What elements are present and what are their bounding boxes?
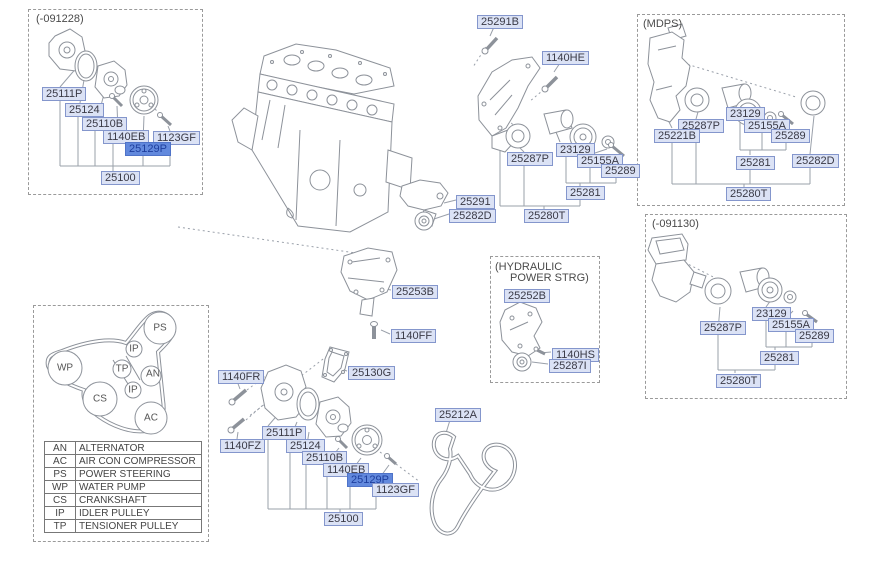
legend-code: CS	[44, 493, 76, 507]
hydraulic-bracket-drawing	[499, 301, 546, 372]
label-25289-mid[interactable]: 25289	[601, 164, 640, 178]
legend-name: IDLER PULLEY	[75, 506, 202, 520]
belt-routing-diagram	[45, 310, 177, 435]
label-1140FF[interactable]: 1140FF	[391, 329, 437, 343]
hydraulic-box	[490, 256, 600, 383]
late-box-title: (-091130)	[652, 218, 699, 230]
label-25212A[interactable]: 25212A	[435, 408, 481, 422]
label-25287P-late[interactable]: 25287P	[700, 321, 746, 335]
early-box-title: (-091228)	[36, 13, 84, 25]
hydraulic-box-title-line2: POWER STRG)	[510, 272, 589, 284]
label-25280T-late[interactable]: 25280T	[716, 374, 762, 388]
late-version-box	[645, 214, 847, 399]
label-1140HE[interactable]: 1140HE	[542, 51, 589, 65]
label-25289-mdps[interactable]: 25289	[771, 129, 810, 143]
pulley-code-ip-top: IP	[129, 343, 139, 355]
legend-name: TENSIONER PULLEY	[75, 519, 202, 533]
label-25281-mid[interactable]: 25281	[566, 186, 605, 200]
gasket-drawing-25130G	[321, 346, 350, 383]
pulley-code-tp: TP	[115, 363, 129, 375]
tensioner-drawing-25291	[399, 179, 449, 231]
pulley-code-ip-bottom: IP	[128, 384, 138, 396]
belt-drawing-25212A	[429, 430, 517, 536]
bracket-drawing-25253B	[340, 247, 398, 339]
pulley-code-ps: PS	[153, 322, 167, 334]
label-1140FR[interactable]: 1140FR	[218, 370, 265, 384]
belt-legend-box	[33, 305, 209, 542]
mdps-box	[637, 14, 845, 206]
legend-name: ALTERNATOR	[75, 441, 202, 455]
label-25155A-late[interactable]: 25155A	[768, 318, 814, 332]
pulley-code-cs: CS	[93, 393, 107, 405]
label-25110B-early[interactable]: 25110B	[82, 117, 128, 131]
label-25291B[interactable]: 25291B	[477, 15, 523, 29]
mdps-box-title: (MDPS)	[643, 18, 683, 30]
label-25287I[interactable]: 25287I	[549, 359, 591, 373]
legend-name: CRANKSHAFT	[75, 493, 202, 507]
label-25281-mdps[interactable]: 25281	[736, 156, 775, 170]
label-25280T-mdps[interactable]: 25280T	[726, 187, 772, 201]
legend-name: WATER PUMP	[75, 480, 202, 494]
label-25281-late[interactable]: 25281	[760, 351, 799, 365]
legend-name: AIR CON COMPRESSOR	[75, 454, 202, 468]
label-25111P-early[interactable]: 25111P	[42, 87, 87, 101]
label-25252B[interactable]: 25252B	[504, 289, 550, 303]
legend-code: IP	[44, 506, 76, 520]
legend-code: TP	[44, 519, 76, 533]
label-25287P-mid[interactable]: 25287P	[507, 152, 553, 166]
label-25221B-mdps[interactable]: 25221B	[654, 129, 700, 143]
label-25100-early[interactable]: 25100	[101, 171, 140, 185]
engine-drawing	[231, 43, 413, 233]
label-25253B[interactable]: 25253B	[392, 285, 438, 299]
label-25124-early[interactable]: 25124	[65, 103, 104, 117]
label-25289-late[interactable]: 25289	[795, 329, 834, 343]
label-25282D-mid[interactable]: 25282D	[449, 209, 496, 223]
label-1140HS[interactable]: 1140HS	[552, 348, 599, 362]
label-1140FZ[interactable]: 1140FZ	[220, 439, 266, 453]
early-version-box	[28, 9, 203, 195]
pulley-code-an: AN	[146, 368, 160, 380]
label-25111P-main[interactable]: 25111P	[262, 426, 307, 440]
label-1123GF-main[interactable]: 1123GF	[372, 483, 419, 497]
legend-code: AC	[44, 454, 76, 468]
label-25291[interactable]: 25291	[456, 195, 495, 209]
label-25129P-early-highlighted[interactable]: 25129P	[125, 142, 171, 156]
label-25282D-mdps[interactable]: 25282D	[792, 154, 839, 168]
label-25124-main[interactable]: 25124	[286, 439, 325, 453]
legend-code: PS	[44, 467, 76, 481]
pulley-code-wp: WP	[56, 362, 74, 374]
water-pump-drawing-early	[48, 28, 173, 127]
hydraulic-box-title-line1: (HYDRAULIC	[495, 261, 563, 273]
late-parts-drawing	[647, 233, 818, 324]
label-25110B-main[interactable]: 25110B	[302, 451, 348, 465]
legend-code: WP	[44, 480, 76, 494]
pulley-code-ac: AC	[144, 412, 158, 424]
legend-name: POWER STEERING	[75, 467, 202, 481]
water-pump-drawing-main	[227, 364, 397, 466]
label-1123GF-early[interactable]: 1123GF	[153, 131, 200, 145]
label-25100-main[interactable]: 25100	[324, 512, 363, 526]
label-25280T-mid[interactable]: 25280T	[524, 209, 570, 223]
label-23129-mid[interactable]: 23129	[556, 143, 595, 157]
label-25130G[interactable]: 25130G	[348, 366, 396, 380]
legend-code: AN	[44, 441, 76, 455]
